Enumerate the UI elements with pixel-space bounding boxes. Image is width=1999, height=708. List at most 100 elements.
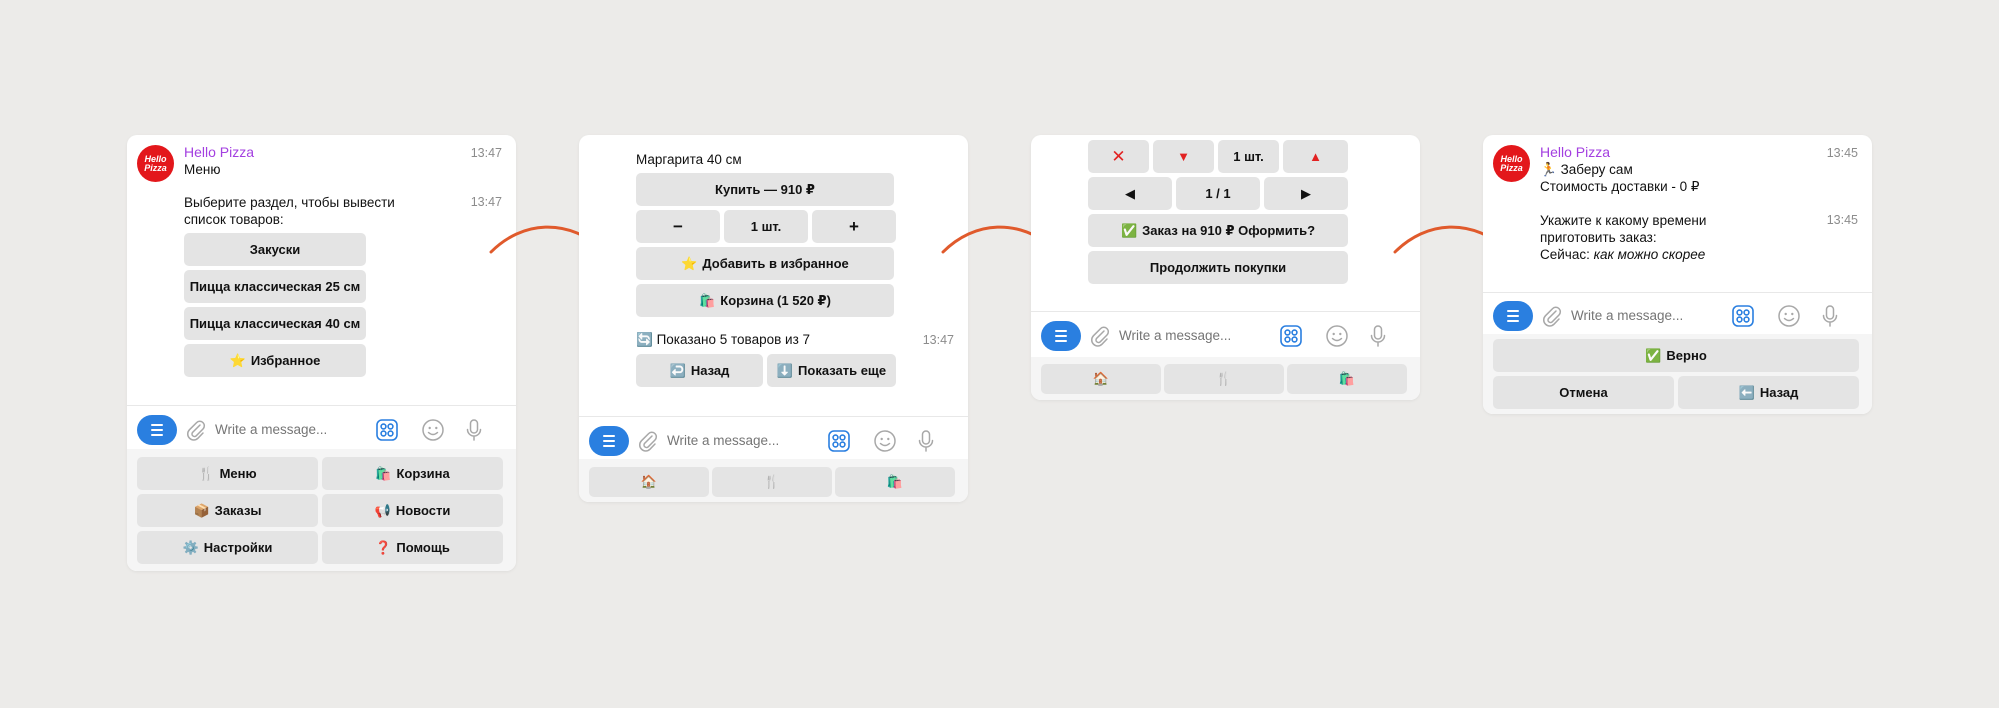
bot-menu-button[interactable]: [1041, 321, 1081, 351]
keyboard-button-home[interactable]: 🏠: [589, 467, 709, 497]
chat-panel-product: Маргарита 40 см Купить — 910 ₽ − 1 шт. +…: [579, 135, 968, 502]
buy-button[interactable]: Купить — 910 ₽: [636, 173, 894, 206]
continue-shopping-button[interactable]: Продолжить покупки: [1088, 251, 1348, 284]
button-label: Назад: [690, 363, 730, 378]
keyboard-button-news[interactable]: 📢Новости: [322, 494, 503, 527]
bot-keyboard-icon[interactable]: [375, 418, 399, 442]
emoji-icon[interactable]: [421, 418, 445, 442]
shopping-bag-icon: 🛍️: [375, 465, 392, 481]
house-icon: 🏠: [1092, 371, 1110, 386]
star-icon: ⭐: [229, 352, 246, 368]
bot-menu-button[interactable]: [137, 415, 177, 445]
emoji-icon[interactable]: [1777, 304, 1801, 328]
attach-icon[interactable]: [1540, 304, 1564, 328]
microphone-icon[interactable]: [914, 429, 938, 453]
decrease-quantity-button[interactable]: −: [636, 210, 720, 243]
increase-quantity-button[interactable]: +: [812, 210, 896, 243]
checkout-button[interactable]: ✅Заказ на 910 ₽ Оформить?: [1088, 214, 1348, 247]
keyboard-button-cart[interactable]: 🛍️: [1287, 364, 1407, 394]
keyboard-button-menu[interactable]: 🍴: [712, 467, 832, 497]
keyboard-button-help[interactable]: ❓Помощь: [322, 531, 503, 564]
quantity-display[interactable]: 1 шт.: [1218, 140, 1279, 173]
keyboard-button-menu[interactable]: 🍴: [1164, 364, 1284, 394]
bot-menu-button[interactable]: [1493, 301, 1533, 331]
message-input[interactable]: [667, 433, 797, 448]
divider: [127, 405, 516, 406]
question-icon: ❓: [375, 539, 392, 555]
back-button[interactable]: ⬅️Назад: [1678, 376, 1859, 409]
button-label: Отмена: [1559, 385, 1608, 400]
keyboard-button-cart[interactable]: 🛍️ Корзина: [322, 457, 503, 490]
keyboard-button-settings[interactable]: ⚙️Настройки: [137, 531, 318, 564]
message-time: 13:45: [1826, 146, 1858, 160]
message-text: Меню: [184, 162, 221, 177]
bot-menu-button[interactable]: [589, 426, 629, 456]
microphone-icon[interactable]: [1818, 304, 1842, 328]
bot-keyboard-icon[interactable]: [1731, 304, 1755, 328]
triangle-up-icon: ▲: [1309, 149, 1322, 164]
button-label: Закуски: [249, 242, 301, 257]
message-text: Сейчас:: [1540, 247, 1590, 262]
sender-name[interactable]: Hello Pizza: [184, 144, 255, 160]
divider: [1483, 292, 1872, 293]
attach-icon[interactable]: [636, 429, 660, 453]
confirm-button[interactable]: ✅ Верно: [1493, 339, 1859, 372]
emoji-icon[interactable]: [1325, 324, 1349, 348]
button-label: Продолжить покупки: [1149, 260, 1287, 275]
show-more-button[interactable]: ⬇️Показать еще: [767, 354, 896, 387]
keyboard-button-home[interactable]: 🏠: [1041, 364, 1161, 394]
next-page-button[interactable]: ▶: [1264, 177, 1348, 210]
button-label: Корзина: [396, 466, 450, 481]
message-input[interactable]: [215, 422, 345, 437]
pickup-text: 🏃 Заберу сам: [1540, 161, 1633, 178]
bot-keyboard-icon[interactable]: [827, 429, 851, 453]
button-label: Верно: [1666, 348, 1707, 363]
message-text-line: Укажите к какому времени: [1540, 213, 1707, 228]
previous-page-button[interactable]: ◀: [1088, 177, 1172, 210]
microphone-icon[interactable]: [462, 418, 486, 442]
back-button[interactable]: ↩️Назад: [636, 354, 763, 387]
arrow-left-icon: ◀: [1125, 185, 1135, 201]
add-to-favorites-button[interactable]: ⭐Добавить в избранное: [636, 247, 894, 280]
sender-name[interactable]: Hello Pizza: [1540, 144, 1611, 160]
button-label: Пицца классическая 40 см: [189, 316, 361, 331]
refresh-icon: 🔄: [636, 332, 653, 347]
button-label: Настройки: [203, 540, 273, 555]
inline-button-pizza-25[interactable]: Пицца классическая 25 см: [184, 270, 366, 303]
quantity-display[interactable]: 1 шт.: [724, 210, 808, 243]
remove-item-button[interactable]: ✕: [1088, 140, 1149, 173]
check-mark-icon: ✅: [1645, 347, 1662, 363]
emoji-icon[interactable]: [873, 429, 897, 453]
message-input[interactable]: [1571, 308, 1701, 323]
bot-avatar[interactable]: Hello Pizza: [137, 145, 174, 182]
triangle-down-icon: ▼: [1177, 149, 1190, 164]
shown-count-text: 🔄 Показано 5 товаров из 7: [636, 331, 810, 348]
keyboard-button-orders[interactable]: 📦Заказы: [137, 494, 318, 527]
inline-button-snacks[interactable]: Закуски: [184, 233, 366, 266]
cancel-button[interactable]: Отмена: [1493, 376, 1674, 409]
avatar-logo-text: Hello Pizza: [1500, 153, 1523, 173]
fork-knife-icon: 🍴: [763, 474, 781, 489]
button-label: 1 шт.: [750, 219, 782, 234]
keyboard-button-menu[interactable]: 🍴 Меню: [137, 457, 318, 490]
inline-button-pizza-40[interactable]: Пицца классическая 40 см: [184, 307, 366, 340]
attach-icon[interactable]: [1088, 324, 1112, 348]
shopping-bag-icon: 🛍️: [886, 474, 904, 489]
inline-button-favorites[interactable]: ⭐Избранное: [184, 344, 366, 377]
cart-button[interactable]: 🛍️Корзина (1 520 ₽): [636, 284, 894, 317]
message-text: Заберу сам: [1560, 162, 1633, 177]
button-label: Показать еще: [798, 363, 887, 378]
keyboard-button-cart[interactable]: 🛍️: [835, 467, 955, 497]
microphone-icon[interactable]: [1366, 324, 1390, 348]
bot-keyboard-icon[interactable]: [1279, 324, 1303, 348]
bot-avatar[interactable]: Hello Pizza: [1493, 145, 1530, 182]
message-text: Показано 5 товаров из 7: [656, 332, 811, 347]
page-indicator[interactable]: 1 / 1: [1176, 177, 1260, 210]
fork-knife-icon: 🍴: [198, 465, 215, 481]
avatar-logo-text: Hello Pizza: [144, 153, 167, 173]
increase-quantity-button[interactable]: ▲: [1283, 140, 1348, 173]
decrease-quantity-button[interactable]: ▼: [1153, 140, 1214, 173]
button-label: Меню: [219, 466, 257, 481]
message-input[interactable]: [1119, 328, 1249, 343]
attach-icon[interactable]: [184, 418, 208, 442]
